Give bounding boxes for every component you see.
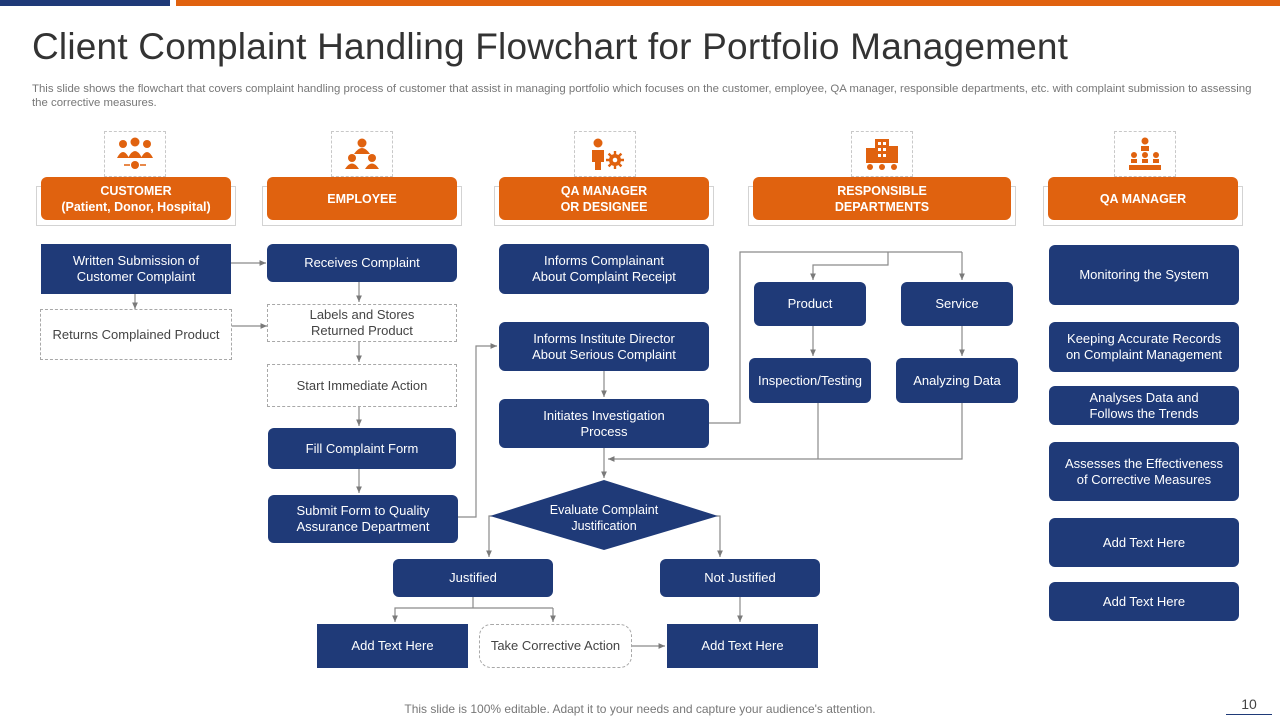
qa-item-add-text-2: Add Text Here [1049,582,1239,621]
arrow-submit-to-director [458,343,497,518]
decision-evaluate-label: Evaluate Complaint Justification [549,503,659,533]
arrow-justified-to-addtext [392,607,553,622]
qa-item-add-text-1: Add Text Here [1049,518,1239,567]
page-number: 10 [1226,696,1272,715]
slide-title: Client Complaint Handling Flowchart for … [32,26,1069,67]
column-header-customer: CUSTOMER (Patient, Donor, Hospital) [41,177,231,220]
qa-item-accurate-records: Keeping Accurate Records on Complaint Ma… [1049,322,1239,372]
qa-item-assesses-effectiveness: Assesses the Effectiveness of Corrective… [1049,442,1239,501]
step-product: Product [754,282,866,326]
evaluate-decision-diamond [490,480,718,550]
qa-item-monitoring: Monitoring the System [1049,245,1239,305]
step-add-text-left: Add Text Here [317,624,468,668]
employee-team-icon [331,131,393,177]
customers-group-icon [104,131,166,177]
step-initiates-investigation: Initiates Investigation Process [499,399,709,448]
step-start-action: Start Immediate Action [267,364,457,407]
outcome-not-justified: Not Justified [660,559,820,597]
column-header-employee: EMPLOYEE [267,177,457,220]
qa-item-analyses-data: Analyses Data and Follows the Trends [1049,386,1239,425]
arrow-analyzing-return [608,403,963,462]
step-receives-complaint: Receives Complaint [267,244,457,282]
manager-gear-icon [574,131,636,177]
building-departments-icon [851,131,913,177]
step-informs-receipt: Informs Complainant About Complaint Rece… [499,244,709,294]
slide-subtitle: This slide shows the flowchart that cove… [32,83,1252,109]
step-take-corrective-action: Take Corrective Action [479,624,632,668]
step-labels-stores: Labels and Stores Returned Product [267,304,457,342]
column-header-qa-designee: QA MANAGER OR DESIGNEE [499,177,709,220]
column-header-departments: RESPONSIBLE DEPARTMENTS [753,177,1011,220]
step-inspection-testing: Inspection/Testing [749,358,871,403]
top-accent-bar-orange [176,0,1280,6]
step-analyzing-data: Analyzing Data [896,358,1018,403]
step-returns-product: Returns Complained Product [40,309,232,360]
arrow-evaluate-to-notjustified [716,515,723,557]
step-service: Service [901,282,1013,326]
step-written-submission: Written Submission of Customer Complaint [41,244,231,294]
manager-team-icon [1114,131,1176,177]
step-informs-director: Informs Institute Director About Serious… [499,322,709,371]
column-header-qa-manager: QA MANAGER [1048,177,1238,220]
arrow-to-product [810,252,889,280]
footer-note: This slide is 100% editable. Adapt it to… [404,702,876,716]
outcome-justified: Justified [393,559,553,597]
top-accent-bar-blue [0,0,170,6]
step-add-text-right: Add Text Here [667,624,818,668]
step-submit-form: Submit Form to Quality Assurance Departm… [268,495,458,543]
line-initiates-to-departments [709,251,962,424]
step-fill-form: Fill Complaint Form [268,428,456,469]
